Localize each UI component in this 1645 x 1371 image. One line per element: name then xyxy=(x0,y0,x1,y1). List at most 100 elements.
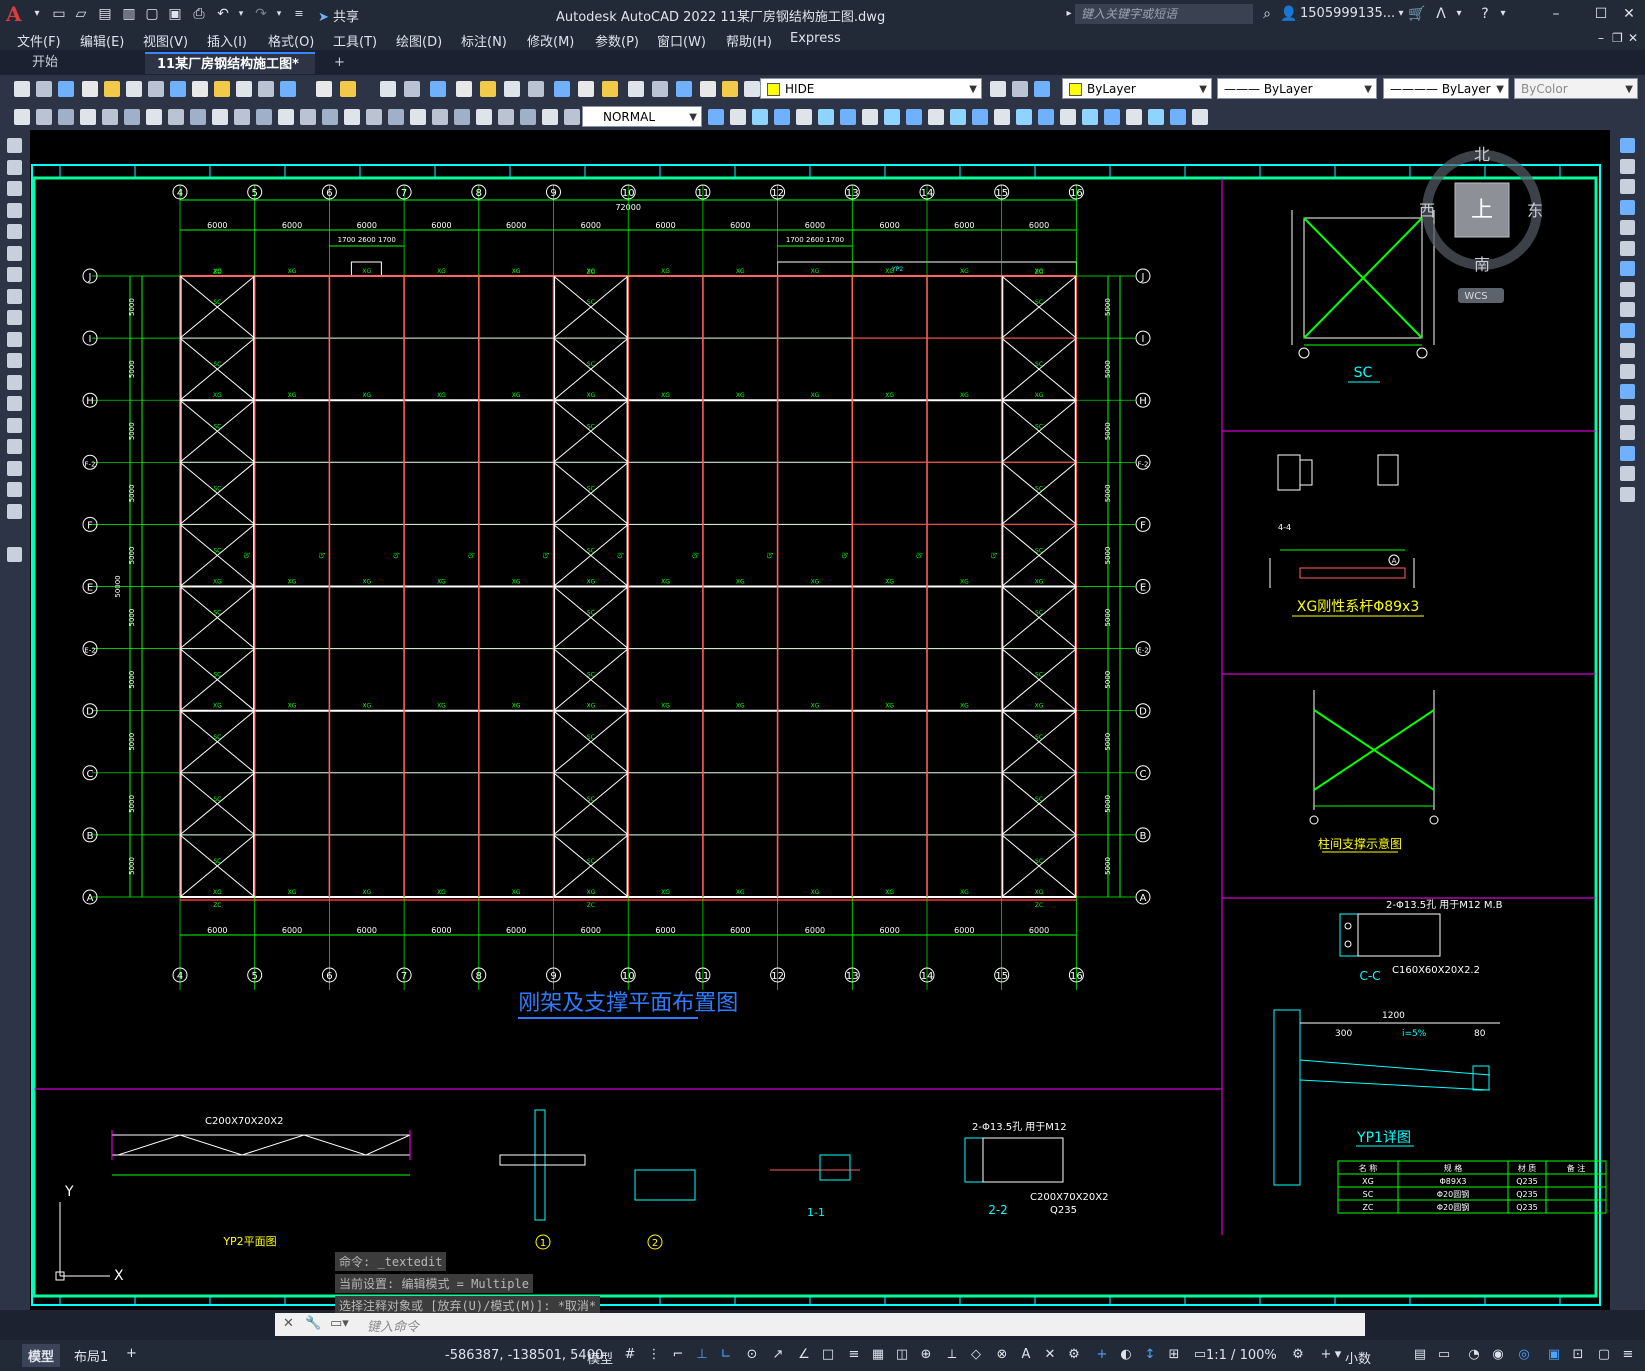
left-draw-tool-8-icon[interactable] xyxy=(7,288,22,304)
doc-minimize-icon[interactable]: – xyxy=(1598,31,1604,45)
modify-tool-14-icon[interactable] xyxy=(994,109,1010,125)
modify-tool-10-icon[interactable] xyxy=(906,109,922,125)
status-toggle-4-icon[interactable]: ⊥ xyxy=(696,1347,708,1362)
status-toggle-25-icon[interactable]: ⚙ xyxy=(1292,1347,1304,1362)
autocad-logo-icon[interactable]: A xyxy=(6,2,22,26)
modify-tool-19-icon[interactable] xyxy=(1104,109,1120,125)
dimension-tool-8-icon[interactable] xyxy=(168,109,184,125)
menu-format[interactable]: 格式(O) xyxy=(268,35,315,50)
dimension-tool-4-icon[interactable] xyxy=(80,109,96,125)
viewcube-west[interactable]: 西 xyxy=(1419,201,1435,220)
command-close-icon[interactable]: ✕ xyxy=(283,1316,294,1331)
status-toggle-11-icon[interactable]: ▦ xyxy=(871,1347,885,1362)
right-modify-tool-1-icon[interactable] xyxy=(1620,138,1635,153)
left-draw-tool-16-icon[interactable] xyxy=(7,460,22,476)
tab-new[interactable]: + xyxy=(334,55,345,70)
right-modify-tool-2-icon[interactable] xyxy=(1620,158,1635,174)
command-line[interactable]: ✕ 🔧 ▭▾ 键入命令 xyxy=(275,1313,1365,1336)
right-modify-tool-13-icon[interactable] xyxy=(1620,384,1635,399)
user-icon[interactable]: 👤 xyxy=(1280,6,1298,22)
standard-tool-3-icon[interactable] xyxy=(58,81,74,97)
undo-dropdown-icon[interactable]: ▾ xyxy=(238,9,244,19)
left-draw-tool-2-icon[interactable] xyxy=(7,159,22,175)
viewcube-south[interactable]: 南 xyxy=(1474,255,1490,274)
standard-tool-6-icon[interactable] xyxy=(126,81,142,97)
menu-file[interactable]: 文件(F) xyxy=(17,35,61,50)
standard-tool-19-icon[interactable] xyxy=(456,81,472,97)
standard-tool-5-icon[interactable] xyxy=(104,81,120,97)
save-web-icon[interactable]: ▣ xyxy=(168,6,182,22)
dimension-tool-21-icon[interactable] xyxy=(454,109,470,125)
status-toggle-29-icon[interactable]: ▭ xyxy=(1437,1347,1451,1362)
standard-tool-16-icon[interactable] xyxy=(380,81,396,97)
minimize-icon[interactable]: – xyxy=(1552,6,1560,22)
standard-tool-8-icon[interactable] xyxy=(170,81,186,97)
status-toggle-2-icon[interactable]: ⋮ xyxy=(647,1347,661,1362)
coordinate-readout[interactable]: -586387, -138501, 5400 xyxy=(445,1348,604,1363)
left-draw-tool-10-icon[interactable] xyxy=(7,331,22,347)
modify-tool-20-icon[interactable] xyxy=(1126,109,1142,125)
menu-insert[interactable]: 插入(I) xyxy=(207,35,247,50)
modify-tool-22-icon[interactable] xyxy=(1170,109,1186,125)
dimension-tool-20-icon[interactable] xyxy=(432,109,448,125)
doc-close-icon[interactable]: ✕ xyxy=(1628,31,1639,45)
standard-tool-17-icon[interactable] xyxy=(404,81,420,97)
redo-icon[interactable]: ↷ xyxy=(255,6,267,22)
right-modify-tool-10-icon[interactable] xyxy=(1620,322,1635,338)
right-modify-tool-3-icon[interactable] xyxy=(1620,179,1635,194)
search-expand-icon[interactable]: ▸ xyxy=(1066,8,1072,19)
app-menu-chevron-icon[interactable]: ▾ xyxy=(34,8,40,19)
dimension-tool-24-icon[interactable] xyxy=(520,109,536,125)
standard-tool-30-icon[interactable] xyxy=(722,81,738,97)
status-toggle-32-icon[interactable]: ◎ xyxy=(1518,1347,1530,1362)
open-folder-icon[interactable]: ▱ xyxy=(75,6,87,22)
save-as-icon[interactable]: ▥ xyxy=(122,6,136,22)
standard-tool-1-icon[interactable] xyxy=(14,81,30,97)
right-modify-tool-9-icon[interactable] xyxy=(1620,302,1635,317)
left-draw-tool-19-icon[interactable] xyxy=(7,525,22,540)
doc-restore-icon[interactable]: ❐ xyxy=(1612,31,1623,45)
right-modify-tool-5-icon[interactable] xyxy=(1620,220,1635,235)
left-draw-tool-9-icon[interactable] xyxy=(7,310,22,325)
right-modify-tool-12-icon[interactable] xyxy=(1620,363,1635,379)
dimension-tool-11-icon[interactable] xyxy=(234,109,250,125)
units-display[interactable]: 小数 xyxy=(1345,1352,1372,1367)
viewcube-face[interactable] xyxy=(1454,182,1510,238)
left-draw-tool-6-icon[interactable] xyxy=(7,245,22,261)
standard-tool-22-icon[interactable] xyxy=(528,81,544,97)
status-toggle-33-icon[interactable]: ▣ xyxy=(1547,1347,1561,1362)
color-dropdown[interactable]: ByLayer▼ xyxy=(1062,78,1212,99)
menu-tools[interactable]: 工具(T) xyxy=(333,35,378,50)
open-web-icon[interactable]: ▢ xyxy=(145,6,159,22)
dimension-tool-12-icon[interactable] xyxy=(256,109,272,125)
status-toggle-27-icon[interactable]: ▾ xyxy=(1334,1347,1342,1362)
modify-tool-6-icon[interactable] xyxy=(818,109,834,125)
modify-tool-1-icon[interactable] xyxy=(708,109,724,125)
command-input[interactable]: 键入命令 xyxy=(367,1320,420,1335)
status-toggle-6-icon[interactable]: ⊙ xyxy=(746,1347,758,1362)
app-dropdown-icon[interactable]: ▾ xyxy=(1456,8,1462,19)
customize-quick-access-icon[interactable]: ≡ xyxy=(294,7,304,20)
menu-dimension[interactable]: 标注(N) xyxy=(461,35,507,50)
modify-tool-15-icon[interactable] xyxy=(1016,109,1032,125)
dimension-tool-22-icon[interactable] xyxy=(476,109,492,125)
status-toggle-3-icon[interactable]: ⌐ xyxy=(672,1347,684,1362)
left-draw-tool-13-icon[interactable] xyxy=(7,396,22,411)
status-toggle-9-icon[interactable]: □ xyxy=(821,1347,835,1362)
standard-tool-4-icon[interactable] xyxy=(82,81,98,97)
model-space-toggle[interactable]: 模型 xyxy=(587,1352,614,1367)
right-modify-tool-8-icon[interactable] xyxy=(1620,281,1635,297)
dimension-tool-7-icon[interactable] xyxy=(146,109,162,125)
standard-tool-13-icon[interactable] xyxy=(280,81,296,97)
status-toggle-8-icon[interactable]: ∠ xyxy=(798,1347,810,1362)
menu-window[interactable]: 窗口(W) xyxy=(657,35,706,50)
standard-tool-31-icon[interactable] xyxy=(744,81,760,97)
modify-tool-3-icon[interactable] xyxy=(752,109,768,125)
standard-tool-10-icon[interactable] xyxy=(214,81,230,97)
left-draw-tool-20-icon[interactable] xyxy=(7,546,22,562)
left-draw-tool-12-icon[interactable] xyxy=(7,374,22,390)
standard-tool-20-icon[interactable] xyxy=(480,81,496,97)
lineweight-dropdown[interactable]: ———— ByLayer▼ xyxy=(1383,78,1509,99)
right-modify-tool-16-icon[interactable] xyxy=(1620,445,1635,461)
dimension-tool-25-icon[interactable] xyxy=(542,109,558,125)
